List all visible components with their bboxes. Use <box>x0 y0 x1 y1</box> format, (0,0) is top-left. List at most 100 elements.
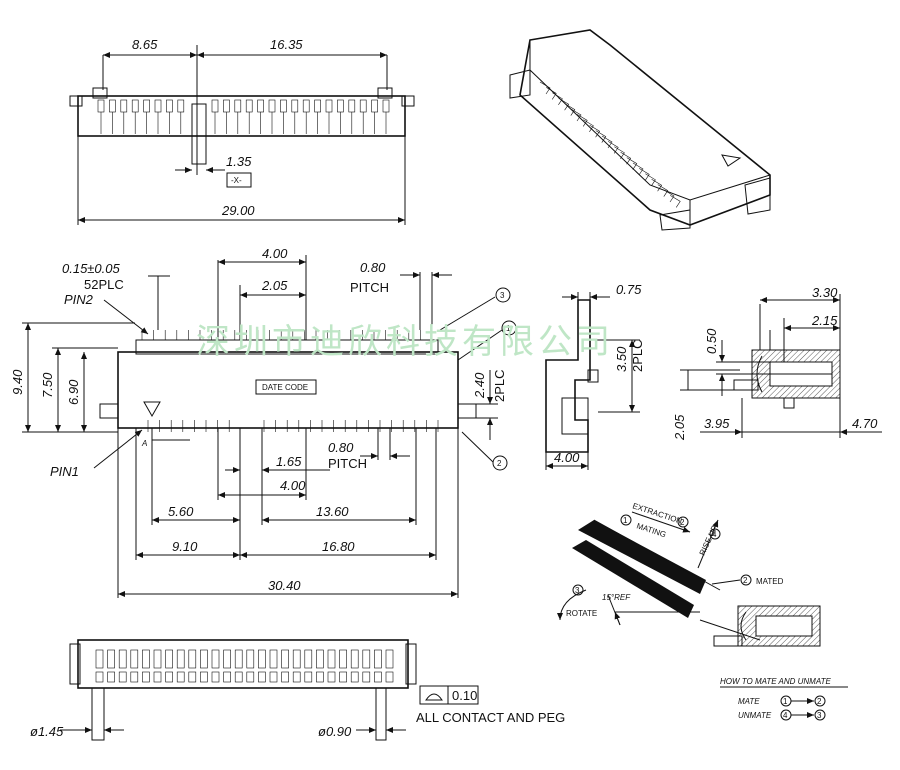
contact-pin <box>327 671 336 683</box>
contact-pin <box>131 99 139 113</box>
contact-pin <box>382 99 390 113</box>
dim-0-80-bottom: 0.80 <box>328 440 354 455</box>
contact-pin <box>670 195 681 208</box>
contact-pin <box>107 671 115 683</box>
dim-0-75: 0.75 <box>616 282 642 297</box>
contact-pin <box>118 649 127 669</box>
contact-pin <box>280 99 287 113</box>
label-15ref: 15°REF <box>602 593 631 602</box>
pin1-label: PIN1 <box>50 464 79 479</box>
contact-pin <box>362 649 371 669</box>
contact-pin <box>166 99 173 113</box>
contact-pin <box>325 99 333 113</box>
note-all-contact: ALL CONTACT AND PEG <box>416 710 565 725</box>
contact-pin <box>154 99 162 113</box>
legend-unmate-to: 3 <box>817 711 822 720</box>
dim-0-90: ø0.90 <box>318 724 352 739</box>
label-mating: MATING <box>635 521 667 539</box>
contact-pin <box>95 671 104 683</box>
dim-9-10: 9.10 <box>172 539 198 554</box>
contact-pin <box>234 99 242 113</box>
contact-pin <box>651 178 663 192</box>
contact-pin <box>257 99 264 113</box>
contact-pin <box>211 99 219 113</box>
dim-4-00-side: 4.00 <box>554 450 580 465</box>
contact-pin <box>118 671 127 683</box>
contact-pin <box>589 124 601 138</box>
contact-pin <box>362 671 371 683</box>
dim-0-80-top: 0.80 <box>360 260 386 275</box>
num-2-mated: 2 <box>743 576 748 585</box>
dim-5-60: 5.60 <box>168 504 194 519</box>
contact-pin <box>153 649 162 669</box>
contact-pin <box>539 81 551 95</box>
dim-2-05-top: 2.05 <box>261 278 288 293</box>
contact-pin <box>165 649 173 669</box>
label-pitch-bottom: PITCH <box>328 456 367 471</box>
date-code-label: DATE CODE <box>262 383 308 392</box>
dim-1-65: 1.65 <box>276 454 302 469</box>
contact-pin <box>663 189 675 203</box>
contact-pin <box>645 173 656 186</box>
contact-pin <box>564 103 576 116</box>
contact-pin <box>143 99 150 113</box>
dim-16-35: 16.35 <box>270 37 303 52</box>
num-1-mating: 1 <box>623 516 628 525</box>
contact-pin <box>95 649 104 669</box>
contact-pin <box>359 99 367 113</box>
contact-pin <box>304 649 313 669</box>
callout-1: 1 <box>506 324 511 333</box>
callout-3: 3 <box>500 291 505 300</box>
contact-pin <box>316 671 324 683</box>
contact-pin <box>153 671 162 683</box>
contact-pin <box>558 97 570 111</box>
dim-1-35: 1.35 <box>226 154 252 169</box>
contact-pin <box>304 671 313 683</box>
contact-pin <box>350 649 359 669</box>
contact-pin <box>583 119 594 132</box>
contact-pin <box>107 649 115 669</box>
contact-pin <box>577 114 588 127</box>
label-pitch-top: PITCH <box>350 280 389 295</box>
top-view: 8.65 16.35 1.35 -X- 29.00 <box>69 37 415 225</box>
section-view: 3.30 2.15 0.50 2.05 3.95 4.70 <box>672 285 882 441</box>
contact-pin <box>234 649 243 669</box>
contact-pin <box>130 671 139 683</box>
contact-pin <box>339 671 347 683</box>
contact-pin <box>142 649 150 669</box>
contact-pin <box>374 649 382 669</box>
dim-6-90: 6.90 <box>66 379 81 405</box>
contact-pin <box>176 649 185 669</box>
dim-30-40: 30.40 <box>268 578 301 593</box>
dim-2-15: 2.15 <box>811 313 838 328</box>
dim-1-45: ø1.45 <box>30 724 64 739</box>
contact-pin <box>211 671 220 683</box>
contact-pin <box>223 99 230 113</box>
contact-pin <box>245 99 253 113</box>
legend-mate-label: MATE <box>738 697 760 706</box>
contact-pin <box>608 141 619 154</box>
contact-pin <box>350 671 359 683</box>
contact-pin <box>595 130 607 143</box>
contact-pin <box>142 671 150 683</box>
label-2plc-side: 2PLC <box>630 339 645 372</box>
contact-pin <box>177 99 185 113</box>
tolerance-value: 0.10 <box>452 688 477 703</box>
watermark-text: 深圳市迪欣科技有限公司 <box>196 322 614 362</box>
dim-2-40: 2.40 <box>472 372 487 399</box>
legend-mate-from: 1 <box>783 697 788 706</box>
contact-pin <box>292 671 301 683</box>
contact-pin <box>246 649 255 669</box>
contact-pin <box>374 671 382 683</box>
callout-2: 2 <box>497 459 502 468</box>
contact-pin <box>632 162 644 176</box>
dim-2-05-section: 2.05 <box>672 414 687 441</box>
dim-3-30: 3.30 <box>812 285 838 300</box>
contact-pin <box>620 151 632 165</box>
label-52plc: 52PLC <box>84 277 124 292</box>
legend-title: HOW TO MATE AND UNMATE <box>720 677 831 686</box>
contact-pin <box>258 671 266 683</box>
contact-pin <box>130 649 139 669</box>
dim-3-95: 3.95 <box>704 416 730 431</box>
